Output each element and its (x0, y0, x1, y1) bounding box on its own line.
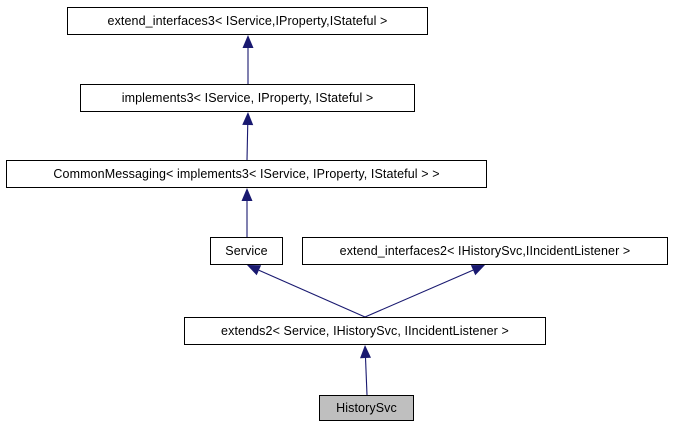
edge-line (258, 269, 366, 318)
inheritance-arrowhead-icon (242, 35, 254, 48)
inheritance-arrowhead-icon (247, 265, 262, 276)
inheritance-arrowhead-icon (470, 265, 485, 276)
class-node-implements3[interactable]: implements3< IService, IProperty, IState… (80, 84, 415, 112)
inheritance-edge-implements3-to-extend_interfaces3 (242, 35, 254, 84)
inheritance-arrowhead-icon (242, 112, 254, 126)
class-node-label: Service (225, 243, 268, 258)
class-node-label: extend_interfaces2< IHistorySvc,IInciden… (339, 243, 631, 258)
edge-line (246, 124, 249, 161)
class-node-label: extend_interfaces3< IService,IProperty,I… (107, 13, 388, 28)
edge-line (364, 269, 474, 318)
inheritance-edge-extends2-to-extend_interfaces2 (364, 265, 485, 318)
inheritance-edge-HistorySvc-to-extends2 (360, 345, 372, 396)
inheritance-edge-Service-to-CommonMessaging (241, 188, 253, 237)
class-node-label: implements3< IService, IProperty, IState… (121, 90, 374, 105)
class-node-Service[interactable]: Service (210, 237, 283, 265)
class-node-label: CommonMessaging< implements3< IService, … (53, 166, 440, 181)
class-node-CommonMessaging[interactable]: CommonMessaging< implements3< IService, … (6, 160, 487, 188)
class-node-extend_interfaces2[interactable]: extend_interfaces2< IHistorySvc,IInciden… (302, 237, 668, 265)
inheritance-edge-CommonMessaging-to-implements3 (242, 112, 254, 161)
class-node-extend_interfaces3[interactable]: extend_interfaces3< IService,IProperty,I… (67, 7, 428, 35)
class-node-extends2[interactable]: extends2< Service, IHistorySvc, IInciden… (184, 317, 546, 345)
class-node-label: HistorySvc (336, 400, 397, 415)
inheritance-arrowhead-icon (241, 188, 253, 201)
class-node-label: extends2< Service, IHistorySvc, IInciden… (221, 323, 509, 338)
inheritance-edge-extends2-to-Service (247, 265, 366, 318)
edge-line (364, 357, 368, 396)
inheritance-arrowhead-icon (360, 345, 372, 359)
class-node-HistorySvc[interactable]: HistorySvc (319, 395, 414, 421)
